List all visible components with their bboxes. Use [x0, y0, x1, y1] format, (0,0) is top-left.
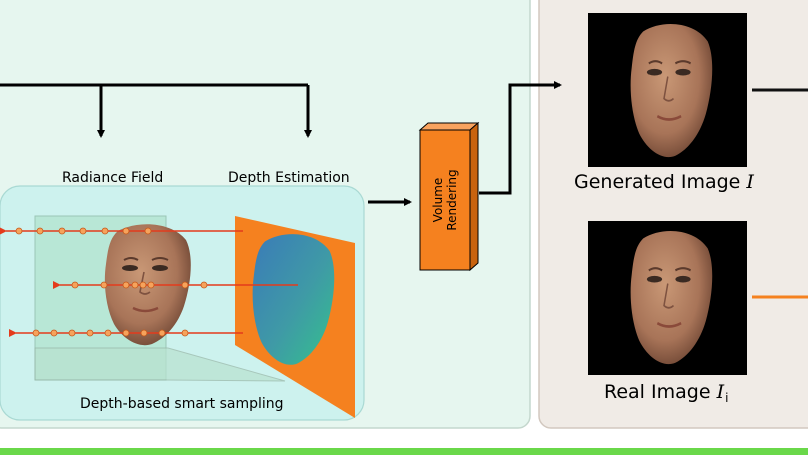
- radiance-field-label: Radiance Field: [62, 170, 164, 186]
- generated-image-label: Generated Image: [574, 171, 741, 193]
- smart-sampling-label: Depth-based smart sampling: [80, 396, 284, 412]
- real-image-symbol: I: [716, 381, 725, 403]
- volume-rendering-block: [418, 121, 480, 272]
- real-image-label: Real Image: [604, 381, 711, 403]
- to-generated-arrow: [479, 81, 562, 195]
- generated-image-caption: Generated Image I: [574, 171, 754, 193]
- depth-map-face: [252, 234, 335, 365]
- generated-image-symbol: I: [746, 171, 754, 193]
- volume-rendering-label: Volume Rendering: [431, 169, 459, 230]
- volume-rendering-line2: Rendering: [445, 169, 459, 231]
- real-image-subscript: i: [725, 391, 729, 405]
- sampling-plane-floor: [34, 347, 286, 382]
- volume-rendering-line1: Volume: [431, 177, 445, 223]
- bottom-strip: [0, 448, 808, 455]
- depth-estimation-label: Depth Estimation: [228, 170, 350, 186]
- sample-points: [15, 227, 208, 337]
- real-image-caption: Real Image Ii: [604, 381, 728, 405]
